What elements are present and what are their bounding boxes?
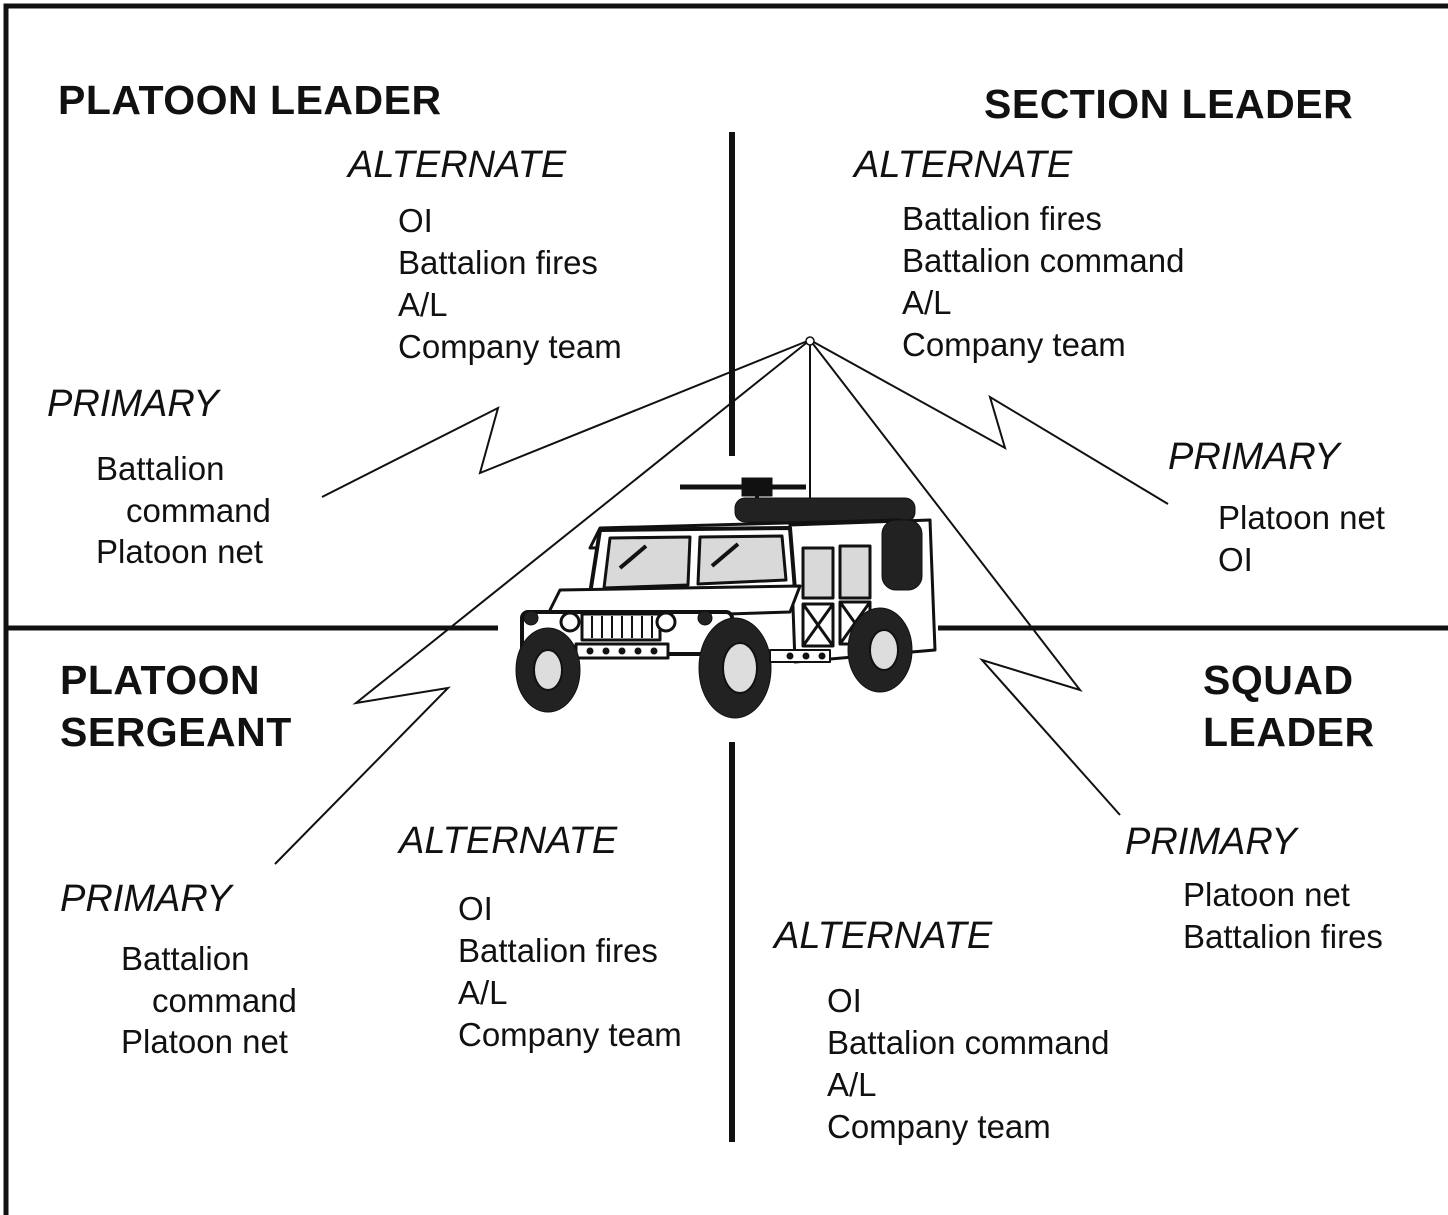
list-item: OI	[1218, 541, 1253, 578]
list-item: Battalion fires	[398, 244, 598, 281]
antenna-icon	[805, 336, 815, 498]
platoon-sergeant-title-line: PLATOON	[60, 657, 261, 703]
list-item: OI	[827, 982, 862, 1019]
list-item: Company team	[902, 326, 1126, 363]
list-item: A/L	[398, 286, 448, 323]
signal-bolt-section-leader	[809, 339, 1169, 505]
platoon-sergeant-alternate-list: OI Battalion fires A/L Company team	[458, 888, 682, 1056]
platoon-leader-primary-item: command	[126, 492, 271, 529]
list-item: OI	[458, 890, 493, 927]
platoon-leader-primary-item: Battalion	[96, 450, 225, 487]
squad-leader-alternate-list: OI Battalion command A/L Company team	[827, 980, 1109, 1148]
section-leader-alternate-list: Battalion fires Battalion command A/L Co…	[902, 198, 1184, 366]
list-item: Battalion command	[902, 242, 1185, 279]
platoon-sergeant-primary-label: PRIMARY	[60, 878, 232, 920]
platoon-sergeant-title-line: SERGEANT	[60, 709, 292, 755]
list-item: Battalion fires	[902, 200, 1102, 237]
humvee-icon	[515, 477, 937, 719]
list-item: Company team	[398, 328, 622, 365]
platoon-leader-primary-item: Platoon net	[96, 533, 263, 570]
list-item: Platoon net	[1183, 876, 1350, 913]
section-leader-title: SECTION LEADER	[984, 81, 1354, 127]
signal-bolt-squad-leader	[809, 339, 1121, 816]
platoon-leader-alternate-list: OI Battalion fires A/L Company team	[398, 200, 622, 368]
platoon-sergeant-alternate-label: ALTERNATE	[399, 820, 618, 862]
platoon-sergeant-primary-item: command	[152, 982, 297, 1019]
section-leader-alternate-label: ALTERNATE	[854, 144, 1073, 186]
platoon-leader-title: PLATOON LEADER	[58, 77, 442, 123]
squad-leader-title-line: LEADER	[1203, 709, 1375, 755]
squad-leader-title-line: SQUAD	[1203, 657, 1354, 703]
outer-border	[3, 3, 1448, 1215]
signal-bolt-platoon-sergeant	[274, 339, 811, 865]
list-item: Company team	[827, 1108, 1051, 1145]
squad-leader-primary-label: PRIMARY	[1125, 821, 1297, 863]
squad-leader-primary-list: Platoon net Battalion fires	[1183, 874, 1383, 958]
signal-bolt-platoon-leader	[321, 339, 811, 498]
list-item: Company team	[458, 1016, 682, 1053]
platoon-leader-primary-label: PRIMARY	[47, 383, 219, 425]
squad-leader-alternate-label: ALTERNATE	[774, 915, 993, 957]
list-item: Platoon net	[1218, 499, 1385, 536]
platoon-leader-alternate-label: ALTERNATE	[348, 144, 567, 186]
list-item: OI	[398, 202, 433, 239]
list-item: A/L	[458, 974, 508, 1011]
platoon-sergeant-primary-item: Battalion	[121, 940, 250, 977]
list-item: Battalion fires	[458, 932, 658, 969]
list-item: A/L	[902, 284, 952, 321]
list-item: Battalion command	[827, 1024, 1110, 1061]
list-item: A/L	[827, 1066, 877, 1103]
section-leader-primary-label: PRIMARY	[1168, 436, 1340, 478]
list-item: Battalion fires	[1183, 918, 1383, 955]
platoon-sergeant-primary-item: Platoon net	[121, 1023, 288, 1060]
section-leader-primary-list: Platoon net OI	[1218, 497, 1385, 581]
